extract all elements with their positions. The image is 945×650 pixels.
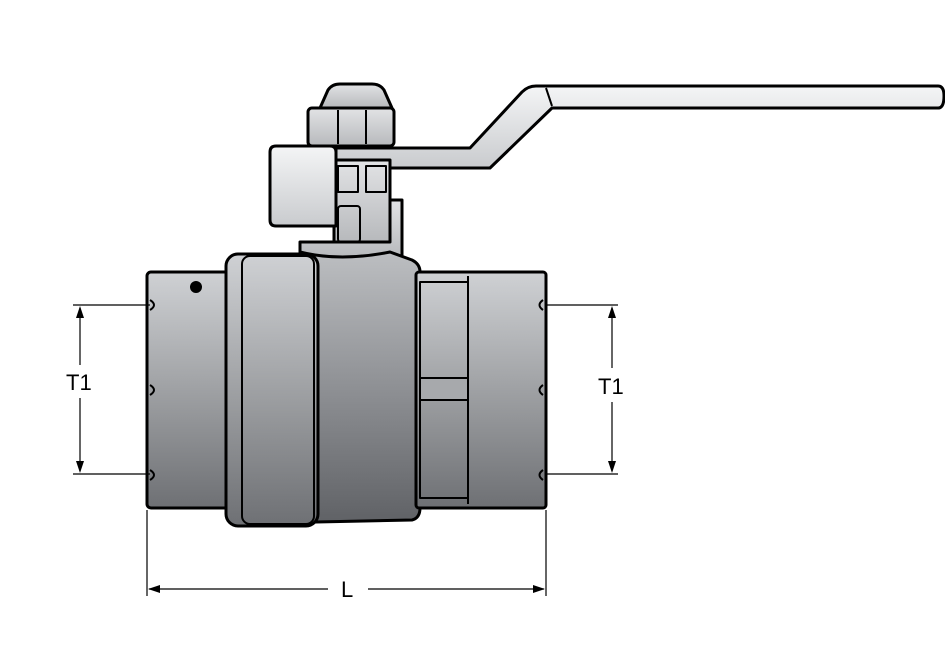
left-threaded-end bbox=[145, 270, 231, 510]
right-threaded-end bbox=[414, 270, 548, 510]
union-nut bbox=[224, 252, 320, 528]
valve-body bbox=[145, 250, 548, 528]
lever-arm bbox=[334, 84, 945, 170]
stem-body bbox=[332, 158, 392, 244]
stem-hex-nut bbox=[306, 106, 396, 148]
length-label: L bbox=[341, 577, 353, 602]
ball-chamber bbox=[298, 250, 422, 524]
stem-cap-nut bbox=[318, 82, 394, 110]
valve-handle bbox=[268, 82, 945, 260]
vent-hole bbox=[190, 281, 202, 293]
t1-right-label: T1 bbox=[598, 374, 624, 399]
lever-bracket bbox=[268, 144, 338, 228]
t1-left-label: T1 bbox=[66, 370, 92, 395]
dimension-lines bbox=[73, 304, 618, 596]
